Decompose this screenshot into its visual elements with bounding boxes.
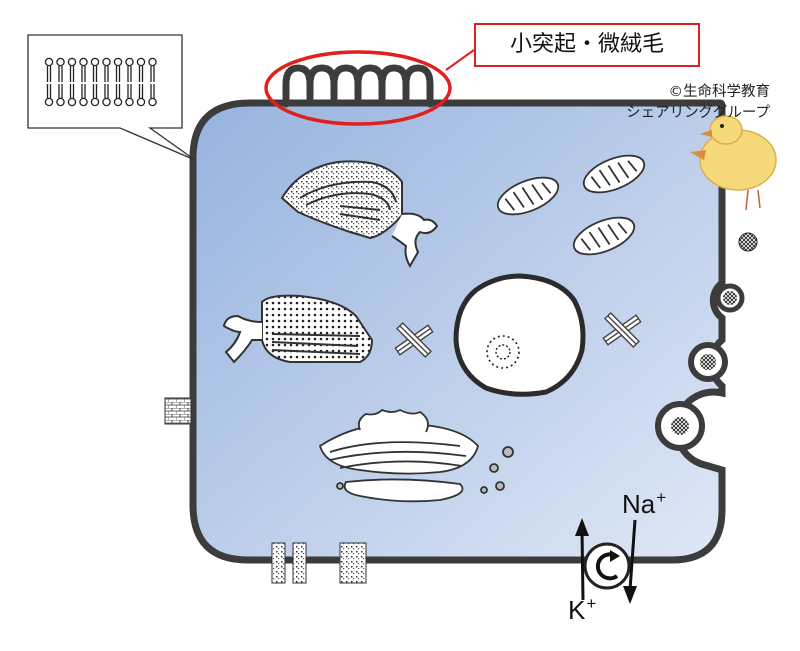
sodium-charge: + <box>656 488 667 507</box>
secretory-vesicles <box>655 232 758 451</box>
chick-mascot-icon <box>690 115 777 211</box>
nucleus <box>453 273 586 397</box>
sodium-potassium-pump <box>575 518 637 604</box>
desmosome <box>164 397 192 425</box>
lipid-bilayer-callout <box>27 34 196 161</box>
rough-endoplasmic-reticulum <box>280 160 439 268</box>
potassium-ion-label: K+ <box>568 594 596 626</box>
mitochondria <box>496 154 646 256</box>
credit-line-2: シェアリンググループ <box>626 105 770 121</box>
potassium-charge: + <box>586 594 597 613</box>
nucleolus <box>486 335 520 369</box>
potassium-symbol: K <box>568 595 586 625</box>
sodium-symbol: Na <box>622 489 656 519</box>
label-leader-line <box>445 49 475 71</box>
rough-endoplasmic-reticulum-ribosomes <box>222 294 374 364</box>
centriole-right <box>602 312 642 348</box>
microvilli-label: 小突起・微絨毛 <box>474 23 700 67</box>
membrane-channels <box>271 542 367 584</box>
microvilli <box>282 64 434 108</box>
credit-line-1: ©生命科学教育 <box>668 84 771 100</box>
centriole-left <box>394 322 434 358</box>
golgi-apparatus <box>318 408 514 503</box>
sodium-ion-label: Na+ <box>622 488 666 520</box>
microvilli-highlight-ellipse <box>264 50 452 126</box>
